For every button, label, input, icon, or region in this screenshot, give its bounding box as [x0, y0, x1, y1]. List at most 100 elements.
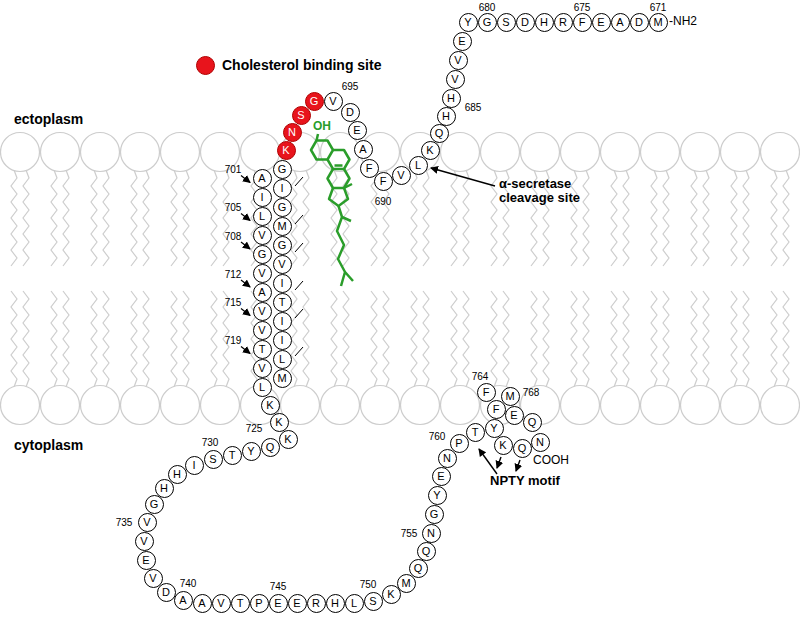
amino-acid-residue: G [253, 245, 272, 264]
residue-letter: D [162, 587, 170, 598]
residue-letter: Y [464, 17, 471, 28]
residue-letter: K [387, 589, 394, 600]
residue-letter: F [493, 404, 500, 415]
amino-acid-residue: K [279, 430, 298, 449]
residue-letter: H [331, 598, 339, 609]
amino-acid-residue: V [253, 302, 272, 321]
residue-letter: G [483, 17, 492, 28]
lipid-head [81, 386, 120, 425]
amino-acid-residue: M [273, 369, 292, 388]
residue-letter: R [559, 17, 567, 28]
lipid-head [121, 386, 160, 425]
residue-letter: G [430, 509, 439, 520]
residue-letter: G [258, 249, 267, 260]
amino-acid-residue: A [354, 140, 373, 159]
amino-acid-residue: I [253, 188, 272, 207]
residue-letter: M [401, 578, 410, 589]
amino-acid-residue: I [185, 456, 204, 475]
amino-acid-residue: G [273, 236, 292, 255]
lipid-head [81, 133, 120, 172]
lipid-head [121, 133, 160, 172]
amino-acid-residue: Y [485, 419, 504, 438]
amino-acid-residue: V [253, 321, 272, 340]
amino-acid-residue: Q [261, 438, 280, 457]
residue-letter: M [653, 17, 662, 28]
amino-acid-residue: V [253, 264, 272, 283]
lipid-tail [411, 291, 429, 387]
amino-acid-residue: D [516, 13, 535, 32]
amino-acid-residue: T [253, 340, 272, 359]
hydroxyl-label: OH [313, 120, 331, 133]
residue-letter: V [258, 268, 265, 279]
amino-acid-residue: S [497, 13, 516, 32]
lipid-tail [171, 291, 189, 387]
region-label: cytoplasm [14, 438, 83, 453]
residue-number: 735 [116, 517, 133, 528]
residue-letter: V [278, 259, 285, 270]
cholesterol-molecule [311, 134, 353, 286]
residue-letter: L [259, 382, 265, 393]
lipid-tail [571, 291, 589, 387]
lipid-tail [291, 291, 309, 387]
residue-letter: L [415, 160, 421, 171]
amino-acid-residue: Y [428, 486, 447, 505]
residue-letter: Q [435, 128, 444, 139]
residue-letter: N [427, 528, 435, 539]
residue-number: 712 [225, 269, 242, 280]
lipid-head [1, 386, 40, 425]
amino-acid-residue: L [273, 350, 292, 369]
terminus-label: COOH [533, 454, 569, 467]
lipid-tail [131, 291, 149, 387]
amino-acid-residue: Q [417, 542, 436, 561]
residue-letter: G [150, 499, 159, 510]
residue-letter: I [280, 316, 283, 327]
residue-letter: V [454, 55, 461, 66]
residue-letter: G [278, 202, 287, 213]
helix-ticks [295, 177, 303, 356]
region-label: ectoplasm [14, 112, 83, 127]
amino-acid-residue: K [270, 413, 289, 432]
lipid-head [641, 133, 680, 172]
amino-acid-residue: I [273, 312, 292, 331]
residue-letter: H [540, 17, 548, 28]
residue-letter: T [237, 598, 244, 609]
residue-letter: E [142, 555, 149, 566]
lipid-tail [491, 291, 509, 387]
lipid-tail [371, 291, 389, 387]
residue-letter: T [259, 344, 266, 355]
residue-letter: L [279, 354, 285, 365]
lipid-head [481, 133, 520, 172]
residue-letter: M [277, 221, 286, 232]
amino-acid-residue: G [478, 13, 497, 32]
lipid-head [681, 386, 720, 425]
amino-acid-residue: V [138, 513, 157, 532]
amino-acid-residue: V [135, 532, 154, 551]
amino-acid-residue: M [501, 387, 520, 406]
lipid-tail [211, 170, 229, 266]
residue-number: 685 [465, 102, 482, 113]
lipid-head [761, 386, 800, 425]
amino-acid-residue: F [360, 159, 379, 178]
amino-acid-residue: E [453, 32, 472, 51]
amino-acid-residue: V [253, 359, 272, 378]
amino-acid-residue: L [253, 207, 272, 226]
lipid-tail [51, 170, 69, 266]
lipid-tail [131, 170, 149, 266]
residue-letter: K [282, 145, 289, 156]
amino-acid-residue: R [307, 594, 326, 613]
amino-acid-residue: I [273, 274, 292, 293]
residue-letter: A [359, 144, 366, 155]
amino-acid-residue: D [630, 13, 649, 32]
residue-number: 701 [225, 164, 242, 175]
residue-letter: V [258, 230, 265, 241]
lipid-head [521, 133, 560, 172]
residue-letter: E [353, 125, 360, 136]
lipid-head [361, 386, 400, 425]
residue-letter: I [192, 460, 195, 471]
residue-letter: M [505, 391, 514, 402]
residue-letter: S [502, 17, 509, 28]
residue-letter: T [472, 427, 479, 438]
lipid-tail [291, 170, 309, 266]
residue-letter: Q [414, 563, 423, 574]
lipid-head [321, 386, 360, 425]
